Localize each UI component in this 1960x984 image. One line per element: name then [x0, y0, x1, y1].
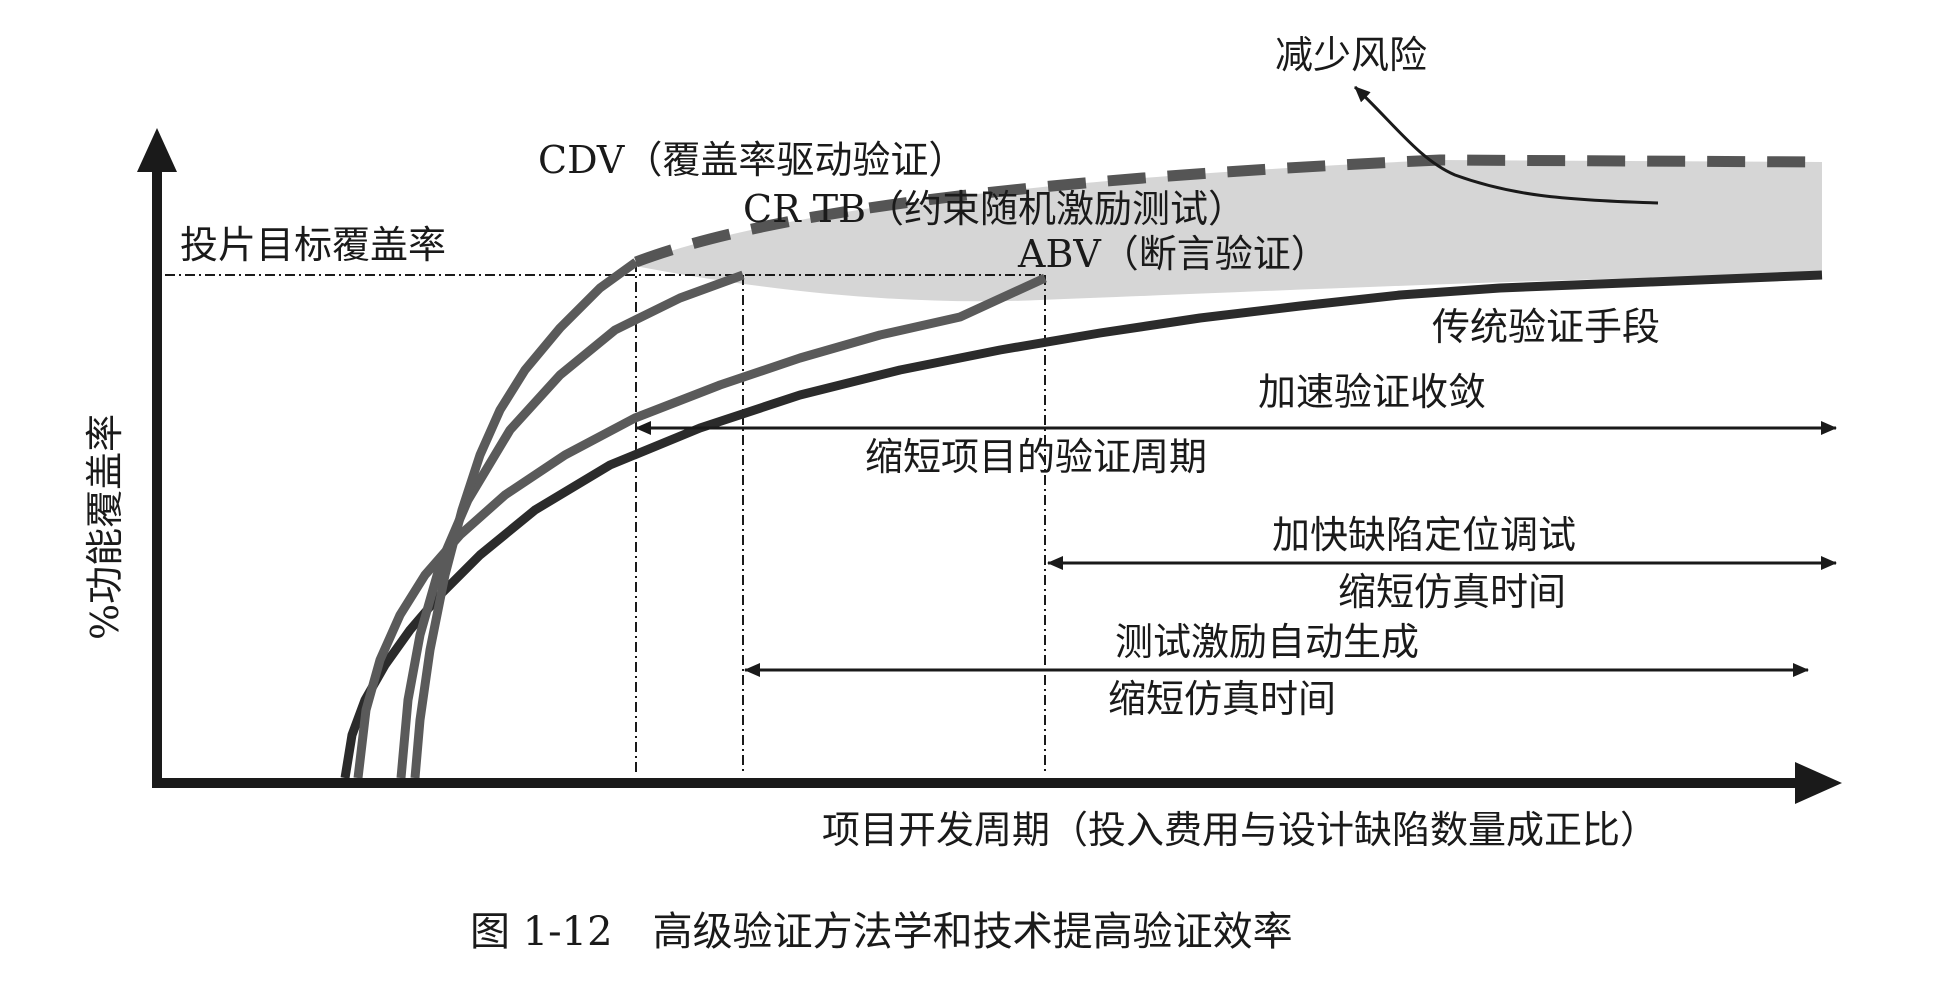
x-axis-label: 项目开发周期（投入费用与设计缺陷数量成正比） — [822, 808, 1658, 852]
crtb-label: CR TB（约束随机激励测试） — [743, 187, 1246, 231]
debug-arrow-bottom-label: 缩短仿真时间 — [1338, 570, 1566, 614]
converge-arrow-top-label: 加速验证收敛 — [1258, 370, 1486, 414]
crtb-curve — [396, 270, 745, 779]
cdv-label: CDV（覆盖率驱动验证） — [538, 138, 966, 182]
y-axis-label: %功能覆盖率 — [83, 414, 127, 640]
risk-label: 减少风险 — [1275, 33, 1427, 77]
debug-arrow-top-label: 加快缺陷定位调试 — [1272, 513, 1576, 557]
figure-caption: 图 1-12 高级验证方法学和技术提高验证效率 — [470, 909, 1293, 955]
target-coverage-label: 投片目标覆盖率 — [180, 223, 446, 267]
risk-band — [630, 160, 1822, 302]
risk-pointer-curve — [1353, 85, 1659, 205]
y-axis-arrowhead — [137, 128, 177, 172]
traditional-curve — [340, 270, 1823, 779]
stimulus-arrow-bottom-label: 缩短仿真时间 — [1108, 677, 1336, 721]
cdv-curve — [410, 258, 639, 779]
converge-arrow-bottom-label: 缩短项目的验证周期 — [865, 435, 1207, 479]
abv-curve — [353, 273, 1047, 779]
risk-upper-dashed-line — [634, 154, 1823, 268]
x-axis-arrowhead — [1795, 762, 1842, 804]
traditional-label: 传统验证手段 — [1432, 305, 1660, 349]
abv-label: ABV（断言验证） — [1017, 232, 1329, 276]
stimulus-arrow-top-label: 测试激励自动生成 — [1115, 620, 1419, 664]
